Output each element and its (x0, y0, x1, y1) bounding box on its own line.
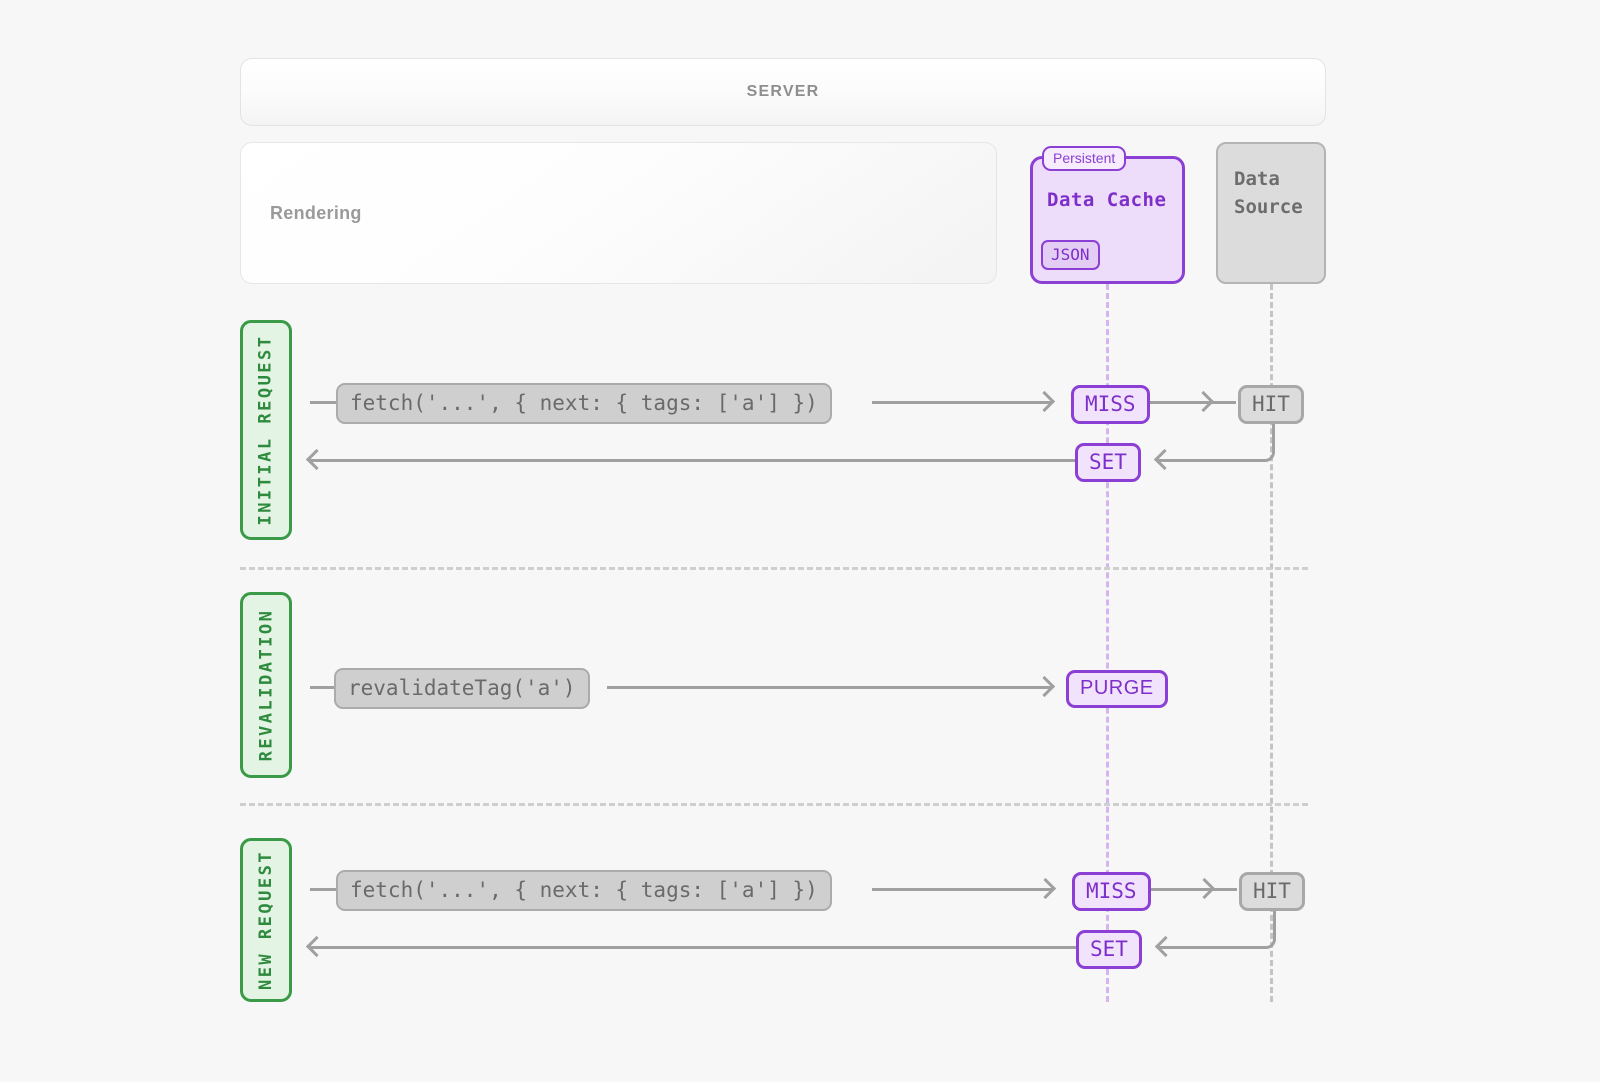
badge-set-initial: SET (1075, 443, 1141, 482)
phase-tag-initial-request: INITIAL REQUEST (240, 320, 292, 540)
phase-tag-revalidation: REVALIDATION (240, 592, 292, 778)
server-title: SERVER (746, 83, 820, 100)
data-cache-title: Data Cache (1047, 189, 1167, 211)
badge-purge: PURGE (1066, 670, 1168, 708)
data-cache-lifeline (1106, 284, 1109, 1002)
json-format-badge: JSON (1041, 240, 1100, 270)
server-header: SERVER (240, 58, 1326, 126)
request-line-2 (607, 686, 1052, 689)
source-to-cache-return-1 (1158, 459, 1238, 462)
request-line-stub-3 (310, 888, 338, 891)
response-arrowhead-1 (309, 452, 324, 467)
cache-to-source-arrowhead-1 (1196, 394, 1211, 409)
rendering-label: Rendering (270, 203, 362, 223)
request-code-revalidate: revalidateTag('a') (334, 668, 590, 709)
badge-miss-new: MISS (1072, 872, 1151, 911)
request-arrowhead-1 (1037, 394, 1052, 409)
source-return-corner-1 (1235, 420, 1275, 462)
source-to-cache-return-3 (1159, 946, 1239, 949)
request-code-initial: fetch('...', { next: { tags: ['a'] }) (336, 383, 832, 424)
source-return-corner-3 (1236, 907, 1276, 949)
section-divider-2 (240, 803, 1308, 806)
cache-to-source-arrowhead-3 (1197, 881, 1212, 896)
source-return-arrowhead-1 (1157, 452, 1172, 467)
persistent-tag: Persistent (1042, 146, 1127, 171)
request-line-stub-1 (310, 401, 338, 404)
request-line-3 (872, 888, 1054, 891)
badge-hit-new: HIT (1239, 872, 1305, 911)
rendering-lane: Rendering (240, 142, 997, 284)
badge-set-new: SET (1076, 930, 1142, 969)
request-arrowhead-3 (1038, 881, 1053, 896)
request-line-1 (872, 401, 1052, 404)
request-line-stub-2 (310, 686, 338, 689)
response-line-3 (310, 946, 1077, 949)
response-arrowhead-3 (309, 939, 324, 954)
response-line-1 (310, 459, 1076, 462)
request-code-new: fetch('...', { next: { tags: ['a'] }) (336, 870, 832, 911)
badge-hit-initial: HIT (1238, 385, 1304, 424)
badge-miss-initial: MISS (1071, 385, 1150, 424)
request-arrowhead-2 (1037, 679, 1052, 694)
phase-tag-new-request: NEW REQUEST (240, 838, 292, 1002)
section-divider-1 (240, 567, 1308, 570)
source-return-arrowhead-3 (1158, 939, 1173, 954)
data-source-lifeline (1270, 284, 1273, 1002)
